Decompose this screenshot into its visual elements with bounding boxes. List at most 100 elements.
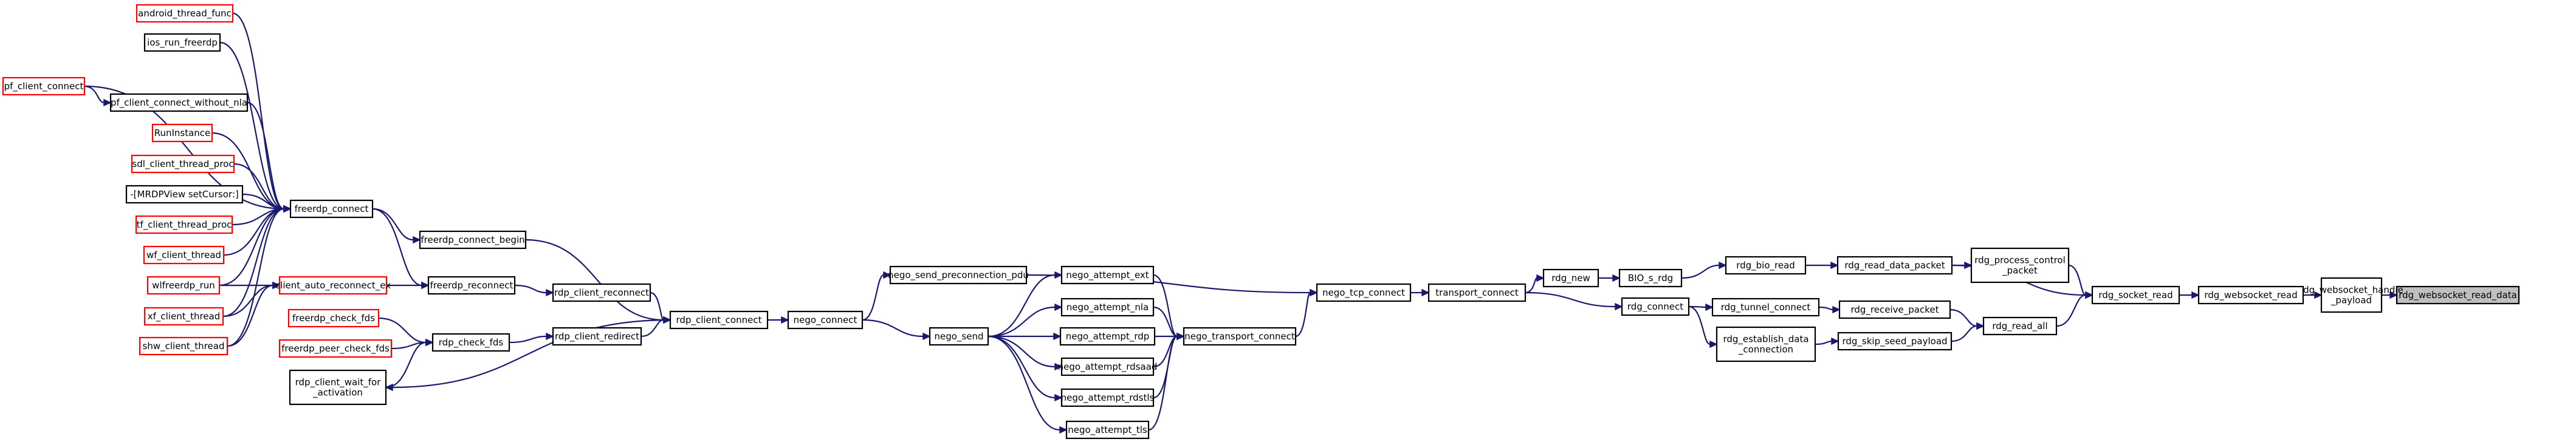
node-freerdp-check-fds[interactable]: freerdp_check_fds <box>287 308 380 328</box>
edge-line <box>514 284 547 294</box>
edge-line <box>372 208 422 287</box>
node-box <box>1621 297 1690 316</box>
node-tf-client-thread-proc[interactable]: tf_client_thread_proc <box>135 215 233 234</box>
node-box <box>1970 247 2070 284</box>
edge-line <box>987 335 1060 431</box>
arrowhead-icon <box>1421 288 1430 297</box>
node-rdp-client-redirect[interactable]: rdp_client_redirect <box>552 327 642 346</box>
edge-line <box>1949 308 1977 327</box>
node-nego-attempt-rdsaad[interactable]: nego_attempt_rdsaad <box>1058 357 1158 376</box>
node-nego-attempt-nla[interactable]: nego_attempt_nla <box>1060 298 1155 317</box>
node-freerdp-reconnect[interactable]: freerdp_reconnect <box>427 276 516 295</box>
arrowhead-icon <box>425 338 434 347</box>
node-rdg-websocket-read[interactable]: rdg_websocket_read <box>2197 285 2304 305</box>
edge-line <box>1818 306 1833 311</box>
node-mrdpview-setcursor[interactable]: -[MRDPView setCursor:] <box>125 185 244 204</box>
arrowhead-icon <box>283 205 292 213</box>
node-box <box>1982 316 2058 336</box>
arrowhead-icon <box>1615 302 1623 311</box>
node-nego-attempt-ext[interactable]: nego_attempt_ext <box>1060 265 1155 285</box>
node-nego-send-preconnection-pdu[interactable]: nego_send_preconnection_pdu <box>888 265 1029 285</box>
node-bio-s-rdg[interactable]: BIO_s_rdg <box>1618 268 1683 288</box>
arrowhead-icon <box>1719 261 1727 270</box>
node-nego-transport-connect[interactable]: nego_transport_connect <box>1183 327 1297 346</box>
node-box <box>669 310 769 330</box>
edge-line <box>2056 294 2086 327</box>
edge-line <box>219 41 284 210</box>
node-label: rdg_read_data_packet <box>1844 260 1945 271</box>
node-box <box>787 310 864 330</box>
node-rdg-process-control-packet[interactable]: rdg_process_control_packet <box>1970 247 2070 284</box>
node-rdp-client-reconnect[interactable]: rdp_client_reconnect <box>552 283 651 302</box>
call-edge <box>525 239 671 324</box>
node-rdg-read-all[interactable]: rdg_read_all <box>1982 316 2058 336</box>
call-edge <box>987 335 1063 371</box>
node-transport-connect[interactable]: transport_connect <box>1427 283 1527 302</box>
edge-line <box>987 274 1056 338</box>
node-rdg-establish-data-connection[interactable]: rdg_establish_data_connection <box>1716 326 1816 362</box>
node-box <box>143 307 224 326</box>
node-label: rdg_read_all <box>1992 321 2047 332</box>
node-nego-connect[interactable]: nego_connect <box>787 310 864 330</box>
edge-line <box>222 208 284 318</box>
arrowhead-icon <box>546 332 554 341</box>
edge-line <box>392 319 671 389</box>
arrowhead-icon <box>883 271 891 279</box>
node-pf-client-connect[interactable]: pf_client_connect <box>2 76 86 96</box>
edge-line <box>1295 291 1311 338</box>
node-rdg-socket-read[interactable]: rdg_socket_read <box>2091 285 2180 305</box>
node-label: transport_connect <box>1435 287 1519 299</box>
node-client-auto-reconnect-ex[interactable]: client_auto_reconnect_ex <box>275 276 391 295</box>
node-nego-attempt-rdstls[interactable]: nego_attempt_rdstls <box>1061 388 1155 407</box>
arrowhead-icon <box>1536 274 1545 282</box>
edge-line <box>987 335 1056 368</box>
arrowhead-icon <box>1054 362 1063 371</box>
node-ios-run-freerdp[interactable]: ios_run_freerdp <box>143 33 221 52</box>
node-pf-client-connect-without-nla[interactable]: pf_client_connect_without_nla <box>109 93 249 112</box>
node-label: tf_client_thread_proc <box>137 219 232 231</box>
node-freerdp-connect[interactable]: freerdp_connect <box>289 199 374 219</box>
arrowhead-icon <box>1310 288 1318 297</box>
node-box <box>136 4 234 23</box>
node-rdg-receive-packet[interactable]: rdg_receive_packet <box>1838 300 1951 319</box>
node-box <box>278 276 388 295</box>
edge-line <box>385 341 427 389</box>
call-edge <box>1805 261 1839 270</box>
node-rdg-read-data-packet[interactable]: rdg_read_data_packet <box>1836 256 1953 275</box>
node-label: _payload <box>2330 295 2372 307</box>
node-nego-attempt-rdp[interactable]: nego_attempt_rdp <box>1059 327 1156 346</box>
node-box <box>1316 283 1412 302</box>
node-sdl-client-thread-proc[interactable]: sdl_client_thread_proc <box>131 154 235 174</box>
node-android-thread-func[interactable]: android_thread_func <box>136 4 234 23</box>
node-label: sdl_client_thread_proc <box>132 158 233 170</box>
node-nego-attempt-tls[interactable]: nego_attempt_tls <box>1065 420 1150 440</box>
node-rdg-websocket-handle-payload[interactable]: rdg_websocket_handle_payload <box>2300 277 2403 313</box>
node-freerdp-peer-check-fds[interactable]: freerdp_peer_check_fds <box>278 339 393 358</box>
node-rdp-client-connect[interactable]: rdp_client_connect <box>669 310 769 330</box>
node-rdg-new[interactable]: rdg_new <box>1542 268 1599 288</box>
call-edge <box>1598 274 1621 282</box>
node-rdg-skip-seed-payload[interactable]: rdg_skip_seed_payload <box>1837 332 1953 351</box>
node-rdg-connect[interactable]: rdg_connect <box>1621 297 1690 316</box>
call-edge <box>2303 291 2323 299</box>
node-wf-client-thread[interactable]: wf_client_thread <box>143 245 225 265</box>
node-freerdp-connect-begin[interactable]: freerdp_connect_begin <box>419 230 527 250</box>
arrowhead-icon <box>2389 291 2398 299</box>
node-label: nego_attempt_rdsaad <box>1058 361 1158 373</box>
node-xf-client-thread[interactable]: xf_client_thread <box>143 307 224 326</box>
node-label: shw_client_thread <box>143 341 225 352</box>
edge-line <box>378 317 427 344</box>
node-rdp-check-fds[interactable]: rdp_check_fds <box>431 333 510 352</box>
edge-line <box>233 163 284 210</box>
node-rdg-tunnel-connect[interactable]: rdg_tunnel_connect <box>1711 298 1820 317</box>
node-box <box>1837 332 1953 351</box>
node-shw-client-thread[interactable]: shw_client_thread <box>139 336 228 356</box>
node-runinstance[interactable]: RunInstance <box>151 123 213 143</box>
node-wlfreerdp-run[interactable]: wlfreerdp_run <box>146 276 221 295</box>
node-nego-tcp-connect[interactable]: nego_tcp_connect <box>1316 283 1412 302</box>
node-rdp-client-wait-for-activation[interactable]: rdp_client_wait_for_activation <box>289 369 387 406</box>
node-nego-send[interactable]: nego_send <box>929 327 989 346</box>
edge-line <box>1525 277 1538 294</box>
node-rdg-bio-read[interactable]: rdg_bio_read <box>1725 256 1807 275</box>
node-rdg-websocket-read-data[interactable]: rdg_websocket_read_data <box>2396 285 2520 305</box>
